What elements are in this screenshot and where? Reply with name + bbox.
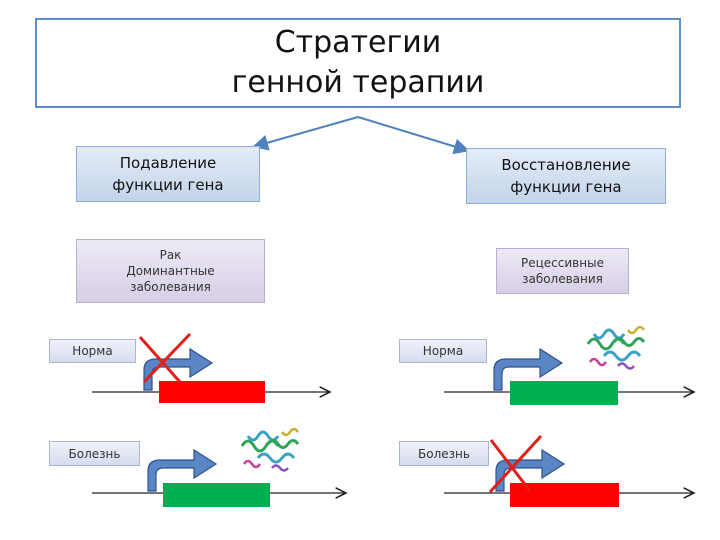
strategy-suppression-line-1: Подавление — [119, 154, 217, 172]
promoter-arrow-icon — [147, 448, 218, 492]
label-norm-right: Норма — [399, 339, 487, 363]
disease-dominant-line-1: Рак — [159, 248, 182, 262]
title-box: Стратегии генной терапии — [35, 18, 681, 108]
strategy-restoration-line-2: функции гена — [510, 178, 622, 196]
promoter-arrow-icon — [495, 448, 566, 492]
disease-dominant-box: Рак Доминантные заболевания — [76, 239, 265, 303]
label-norm-left: Норма — [49, 339, 136, 363]
label-disease-left: Болезнь — [49, 441, 140, 466]
label-disease-right: Болезнь — [399, 441, 489, 466]
gene-green-left-disease — [163, 483, 270, 507]
promoter-arrow-icon — [493, 347, 564, 391]
disease-recessive-box: Рецессивные заболевания — [496, 248, 629, 294]
gene-red-left-norm — [159, 381, 265, 403]
strategy-suppression-line-2: функции гена — [112, 176, 224, 194]
gene-green-right-norm — [510, 381, 618, 405]
disease-recessive-line-1: Рецессивные — [521, 256, 604, 270]
strategy-restoration-box: Восстановление функции гена — [466, 148, 666, 204]
protein-structure-icon — [240, 427, 300, 472]
strategy-restoration-line-1: Восстановление — [501, 156, 631, 174]
cross-mark-icon — [138, 332, 192, 384]
title-line-2: генной терапии — [231, 65, 485, 100]
cross-mark-icon — [488, 434, 543, 494]
branch-connector — [252, 116, 470, 155]
strategy-suppression-box: Подавление функции гена — [76, 146, 260, 202]
branch-arrow-right — [357, 116, 470, 155]
disease-dominant-line-2: Доминантные — [126, 264, 215, 278]
protein-structure-icon — [586, 325, 646, 370]
disease-recessive-line-2: заболевания — [522, 272, 603, 286]
branch-arrow-left — [252, 116, 359, 151]
disease-dominant-line-3: заболевания — [130, 280, 211, 294]
title-line-1: Стратегии — [274, 25, 442, 60]
